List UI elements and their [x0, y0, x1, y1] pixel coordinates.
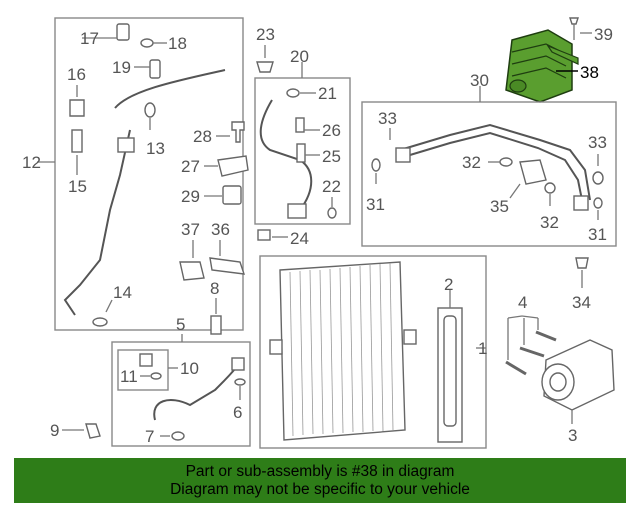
callout-14: 14 — [113, 283, 132, 302]
callout-32a: 32 — [462, 153, 481, 172]
callout-13: 13 — [146, 139, 165, 158]
tube-group-30: 30 33 31 32 35 32 33 31 — [361, 71, 617, 247]
callout-31b: 31 — [588, 225, 607, 244]
part-38-group: 39 38 — [505, 17, 613, 103]
callout-10: 10 — [180, 359, 199, 378]
hose-group-12: 12 17 18 19 16 15 13 14 — [22, 17, 244, 331]
callout-24: 24 — [290, 229, 309, 248]
bolts-brackets: 23 28 27 29 37 36 8 24 — [179, 25, 309, 335]
callout-34: 34 — [572, 293, 591, 312]
callout-39: 39 — [594, 25, 613, 44]
callout-28: 28 — [193, 127, 212, 146]
callout-36: 36 — [211, 220, 230, 239]
callout-15: 15 — [68, 177, 87, 196]
callout-12: 12 — [22, 153, 41, 172]
callout-8: 8 — [210, 279, 219, 298]
parts-diagram: 12 17 18 19 16 15 13 14 23 28 27 — [22, 17, 617, 449]
callout-19: 19 — [112, 58, 131, 77]
bolt-34: 34 — [572, 257, 591, 312]
callout-25: 25 — [322, 147, 341, 166]
callout-33a: 33 — [378, 109, 397, 128]
callout-1: 1 — [478, 339, 487, 358]
callout-6: 6 — [233, 403, 242, 422]
callout-23: 23 — [256, 25, 275, 44]
callout-33b: 33 — [588, 133, 607, 152]
compressor-group: 4 3 — [505, 293, 615, 445]
banner-line-1: Part or sub-assembly is #38 in diagram — [185, 462, 455, 480]
callout-11: 11 — [120, 367, 138, 386]
callout-38: 38 — [580, 63, 599, 82]
callout-27: 27 — [181, 157, 200, 176]
callout-17: 17 — [80, 29, 99, 48]
condenser-group: 2 1 — [259, 255, 487, 449]
callout-5: 5 — [176, 315, 185, 334]
banner-line-2: Diagram may not be specific to your vehi… — [170, 480, 470, 498]
callout-16: 16 — [67, 65, 86, 84]
callout-37: 37 — [181, 220, 200, 239]
callout-18: 18 — [168, 34, 187, 53]
hose-group-5: 5 10 11 6 7 — [111, 315, 251, 447]
callout-26: 26 — [322, 121, 341, 140]
callout-22: 22 — [322, 177, 341, 196]
callout-29: 29 — [181, 187, 200, 206]
callout-2: 2 — [444, 275, 453, 294]
callout-20: 20 — [290, 47, 309, 66]
callout-4: 4 — [518, 293, 527, 312]
callout-35: 35 — [490, 197, 509, 216]
callout-9: 9 — [50, 421, 59, 440]
hose-group-20: 20 21 26 25 22 — [254, 47, 351, 225]
callout-21: 21 — [318, 84, 337, 103]
callout-3: 3 — [568, 426, 577, 445]
callout-31a: 31 — [366, 195, 385, 214]
callout-30: 30 — [470, 71, 489, 90]
vehicle-fit-banner: Part or sub-assembly is #38 in diagram D… — [14, 458, 626, 503]
highlighted-part-38 — [505, 29, 579, 103]
callout-7: 7 — [145, 427, 154, 446]
callout-32b: 32 — [540, 213, 559, 232]
bolt-9: 9 — [50, 421, 101, 440]
